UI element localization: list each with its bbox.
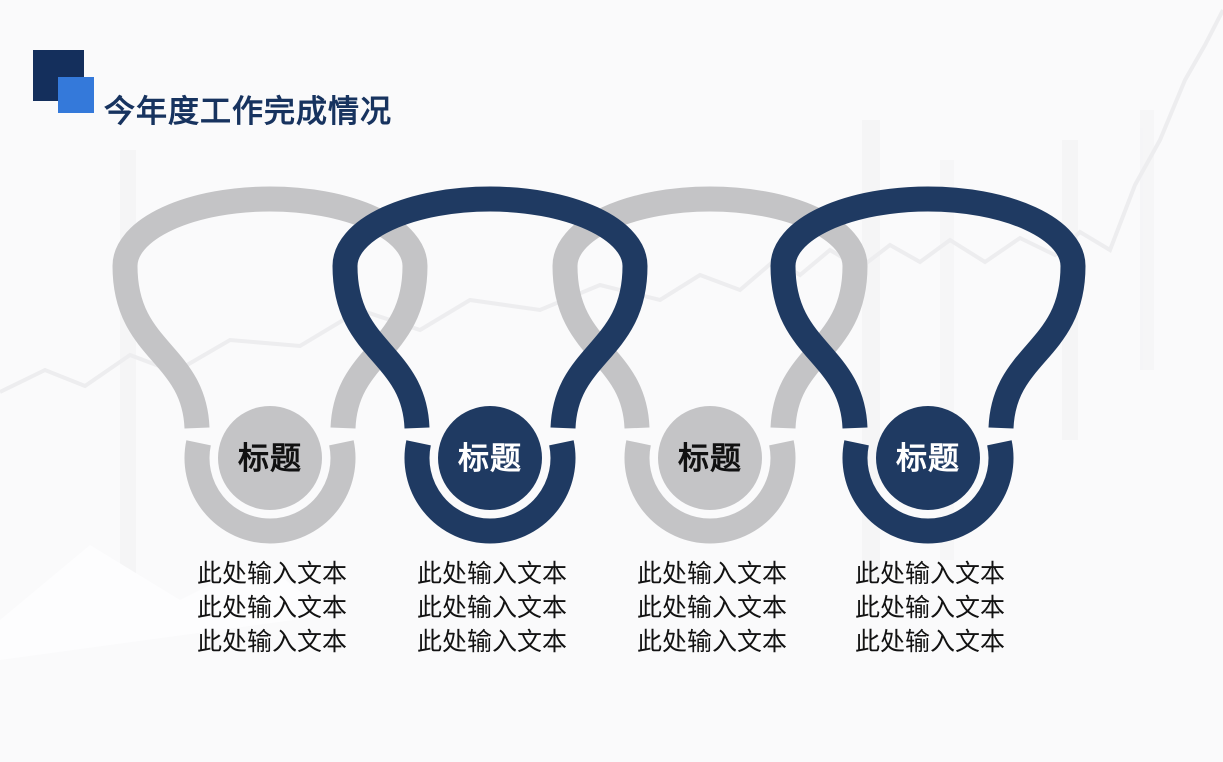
unit-4-circle-label: 标题 <box>896 441 960 477</box>
unit-2-circle-label: 标题 <box>458 441 522 477</box>
unit-2-text-column: 此处输入文本 此处输入文本 此处输入文本 <box>374 557 610 659</box>
loop-unit-1-gray <box>112 186 428 544</box>
text-placeholder: 此处输入文本 <box>416 627 567 656</box>
loop-unit-4-navy <box>770 186 1086 544</box>
title-circle <box>438 406 542 510</box>
dome-arc <box>332 186 648 429</box>
dome-arc <box>552 186 868 429</box>
cup-arc <box>184 440 356 544</box>
text-placeholder: 此处输入文本 <box>196 559 347 588</box>
unit-4-text-column: 此处输入文本 此处输入文本 此处输入文本 <box>812 557 1048 659</box>
dome-arc <box>770 186 1086 429</box>
unit-3-circle-label: 标题 <box>678 441 742 477</box>
text-placeholder: 此处输入文本 <box>416 559 567 588</box>
text-placeholder: 此处输入文本 <box>636 593 787 622</box>
title-light-square-decor <box>58 77 94 113</box>
title-circle <box>658 406 762 510</box>
dome-arc <box>112 186 428 429</box>
text-placeholder: 此处输入文本 <box>854 627 1005 656</box>
text-placeholder: 此处输入文本 <box>196 593 347 622</box>
cup-arc <box>404 440 576 544</box>
loop-unit-3-gray <box>552 186 868 544</box>
unit-3-text-column: 此处输入文本 此处输入文本 此处输入文本 <box>594 557 830 659</box>
unit-1-circle-label: 标题 <box>238 441 302 477</box>
background-bars <box>120 110 1154 580</box>
unit-1-text-column: 此处输入文本 此处输入文本 此处输入文本 <box>154 557 390 659</box>
cup-arc <box>842 440 1014 544</box>
text-placeholder: 此处输入文本 <box>854 559 1005 588</box>
cup-arc <box>624 440 796 544</box>
background-mountain-decor <box>0 545 330 660</box>
text-placeholder: 此处输入文本 <box>636 627 787 656</box>
slide-title: 今年度工作完成情况 <box>104 93 392 130</box>
text-placeholder: 此处输入文本 <box>196 627 347 656</box>
loop-unit-2-navy <box>332 186 648 544</box>
text-placeholder: 此处输入文本 <box>416 593 567 622</box>
text-placeholder: 此处输入文本 <box>636 559 787 588</box>
text-placeholder: 此处输入文本 <box>854 593 1005 622</box>
title-circle <box>876 406 980 510</box>
title-circle <box>218 406 322 510</box>
slide-header: 今年度工作完成情况 <box>0 0 1223 130</box>
